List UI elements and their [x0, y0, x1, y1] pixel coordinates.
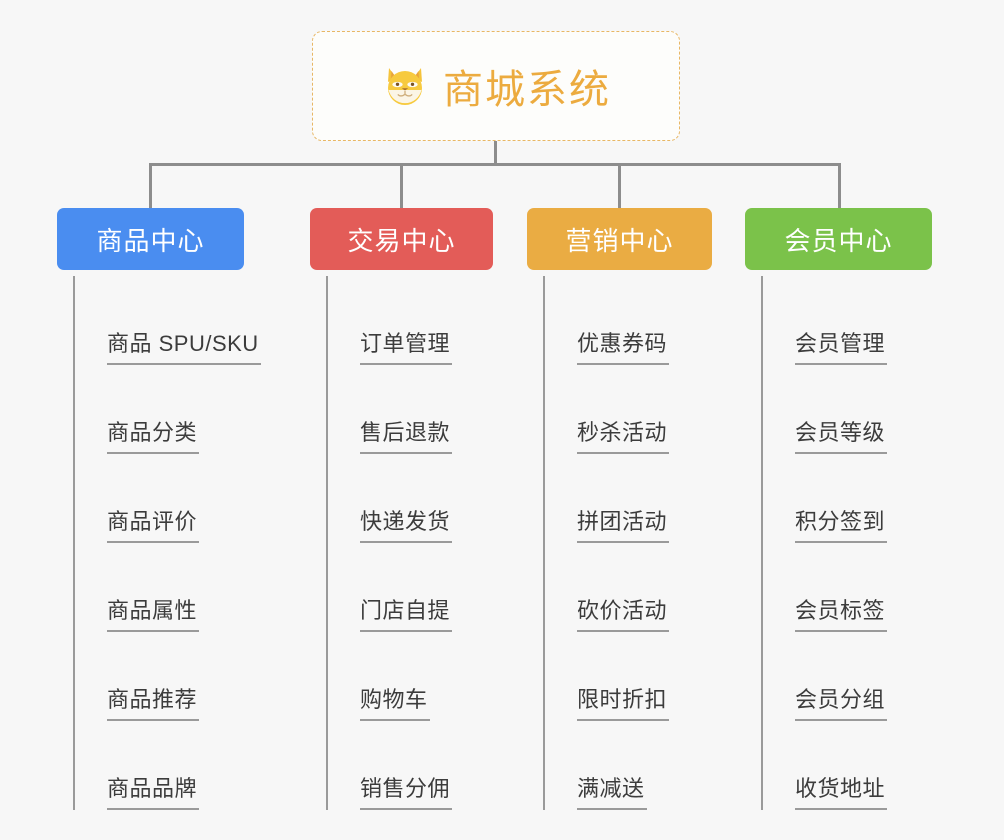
sub-item-label: 售后退款: [360, 419, 453, 454]
sub-item[interactable]: 会员分组: [761, 632, 932, 721]
sub-item-label: 收货地址: [795, 775, 888, 810]
sub-item-label: 限时折扣: [577, 686, 670, 721]
branch-header-1[interactable]: 商品中心: [57, 208, 244, 270]
sub-item-label: 积分签到: [795, 508, 888, 543]
branch-subitem-list-2: 订单管理售后退款快递发货门店自提购物车销售分佣: [326, 270, 493, 810]
connector-branch-stem-1: [149, 163, 152, 208]
branch-subitem-list-3: 优惠券码秒杀活动拼团活动砍价活动限时折扣满减送: [543, 270, 712, 810]
branch-column-1: 商品中心商品 SPU/SKU 商品分类商品评价商品属性商品推荐商品品牌: [57, 208, 261, 810]
sub-item-label: 快递发货: [360, 508, 453, 543]
sub-item[interactable]: 售后退款: [326, 365, 493, 454]
sub-item-label: 会员等级: [795, 419, 888, 454]
sub-item[interactable]: 积分签到: [761, 454, 932, 543]
branch-spine-2: [326, 276, 328, 810]
sub-item-label: 商品 SPU/SKU: [107, 330, 261, 365]
sub-item[interactable]: 优惠券码: [543, 276, 712, 365]
shiba-dog-face-icon: [381, 62, 429, 110]
sub-item-label: 订单管理: [360, 330, 453, 365]
sub-item-label: 商品评价: [107, 508, 200, 543]
branch-subitem-list-4: 会员管理会员等级积分签到会员标签会员分组收货地址: [761, 270, 932, 810]
sub-item-label: 优惠券码: [577, 330, 670, 365]
branch-header-4[interactable]: 会员中心: [745, 208, 932, 270]
sub-item[interactable]: 商品品牌: [73, 721, 244, 810]
connector-horizontal-bus: [149, 163, 841, 166]
branch-column-3: 营销中心优惠券码秒杀活动拼团活动砍价活动限时折扣满减送: [527, 208, 712, 810]
sub-item[interactable]: 拼团活动: [543, 454, 712, 543]
branch-spine-4: [761, 276, 763, 810]
sub-item-label: 满减送: [577, 775, 647, 810]
sub-item[interactable]: 购物车: [326, 632, 493, 721]
sub-item-label: 商品分类: [107, 419, 200, 454]
sub-item-label: 秒杀活动: [577, 419, 670, 454]
branch-spine-3: [543, 276, 545, 810]
root-node[interactable]: 商城系统: [312, 31, 680, 141]
sub-item-label: 会员管理: [795, 330, 888, 365]
root-title: 商城系统: [443, 68, 611, 112]
sub-item[interactable]: 门店自提: [326, 543, 493, 632]
sub-item-label: 拼团活动: [577, 508, 670, 543]
sub-item[interactable]: 满减送: [543, 721, 712, 810]
branch-header-2[interactable]: 交易中心: [310, 208, 493, 270]
sub-item-label: 商品品牌: [107, 775, 200, 810]
sub-item-label: 商品属性: [107, 597, 200, 632]
sub-item-label: 会员分组: [795, 686, 888, 721]
branch-spine-1: [73, 276, 75, 810]
sub-item[interactable]: 会员标签: [761, 543, 932, 632]
branch-subitem-list-1: 商品 SPU/SKU 商品分类商品评价商品属性商品推荐商品品牌: [73, 270, 261, 810]
connector-root-stem: [494, 141, 497, 165]
sub-item[interactable]: 限时折扣: [543, 632, 712, 721]
sub-item[interactable]: 会员等级: [761, 365, 932, 454]
sub-item[interactable]: 商品 SPU/SKU: [73, 276, 261, 365]
sub-item[interactable]: 快递发货: [326, 454, 493, 543]
sub-item[interactable]: 商品推荐: [73, 632, 244, 721]
sub-item-label: 砍价活动: [577, 597, 670, 632]
sub-item-label: 会员标签: [795, 597, 888, 632]
connector-branch-stem-3: [618, 163, 621, 208]
sub-item[interactable]: 订单管理: [326, 276, 493, 365]
branch-header-3[interactable]: 营销中心: [527, 208, 712, 270]
sub-item-label: 门店自提: [360, 597, 453, 632]
sub-item[interactable]: 商品分类: [73, 365, 244, 454]
sub-item[interactable]: 收货地址: [761, 721, 932, 810]
sub-item[interactable]: 商品属性: [73, 543, 244, 632]
sub-item-label: 商品推荐: [107, 686, 200, 721]
connector-branch-stem-4: [838, 163, 841, 208]
sub-item-label: 购物车: [360, 686, 430, 721]
branch-column-4: 会员中心会员管理会员等级积分签到会员标签会员分组收货地址: [745, 208, 932, 810]
sub-item[interactable]: 秒杀活动: [543, 365, 712, 454]
branch-column-2: 交易中心订单管理售后退款快递发货门店自提购物车销售分佣: [310, 208, 493, 810]
sub-item[interactable]: 砍价活动: [543, 543, 712, 632]
sub-item[interactable]: 销售分佣: [326, 721, 493, 810]
sub-item[interactable]: 商品评价: [73, 454, 244, 543]
sub-item-label: 销售分佣: [360, 775, 453, 810]
sub-item[interactable]: 会员管理: [761, 276, 932, 365]
connector-branch-stem-2: [400, 163, 403, 208]
